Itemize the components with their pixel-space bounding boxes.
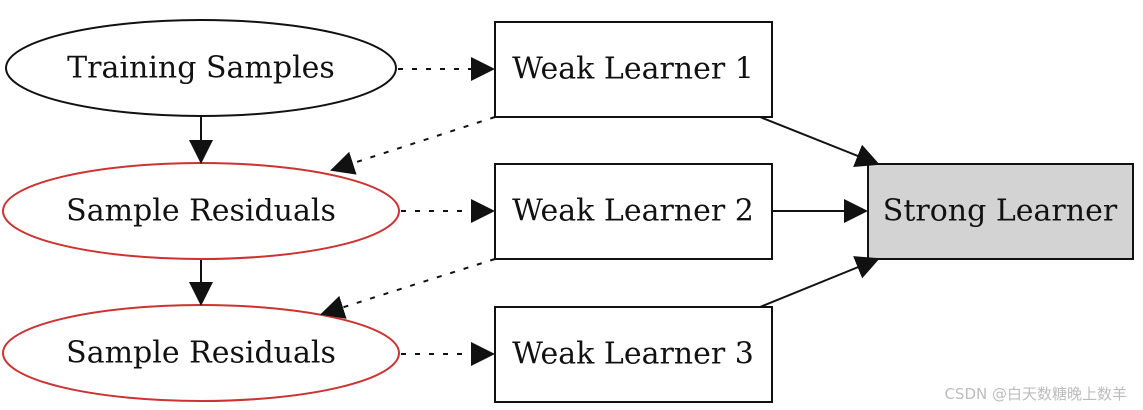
node-sample-residuals-2-label: Sample Residuals [66, 336, 336, 371]
node-training-samples: Training Samples [5, 19, 397, 117]
watermark: CSDN @白天数糖晚上数羊 [944, 385, 1127, 403]
node-strong-learner-label: Strong Learner [883, 194, 1118, 229]
node-training-samples-label: Training Samples [67, 51, 335, 86]
node-weak-learner-3-label: Weak Learner 3 [512, 337, 754, 372]
node-sample-residuals-2: Sample Residuals [2, 304, 400, 402]
edge-weak-2-to-residuals-2 [320, 258, 496, 319]
node-weak-learner-3: Weak Learner 3 [494, 306, 773, 403]
node-strong-learner: Strong Learner [867, 163, 1134, 260]
edge-weak-1-to-residuals-1 [330, 116, 496, 175]
node-weak-learner-2: Weak Learner 2 [494, 163, 773, 260]
node-sample-residuals-1-label: Sample Residuals [66, 194, 336, 229]
node-weak-learner-2-label: Weak Learner 2 [512, 194, 754, 229]
edge-weak-3-to-strong [759, 256, 880, 308]
edge-weak-1-to-strong [759, 116, 880, 168]
node-weak-learner-1-label: Weak Learner 1 [512, 52, 754, 87]
node-weak-learner-1: Weak Learner 1 [494, 21, 773, 118]
node-sample-residuals-1: Sample Residuals [2, 162, 400, 260]
